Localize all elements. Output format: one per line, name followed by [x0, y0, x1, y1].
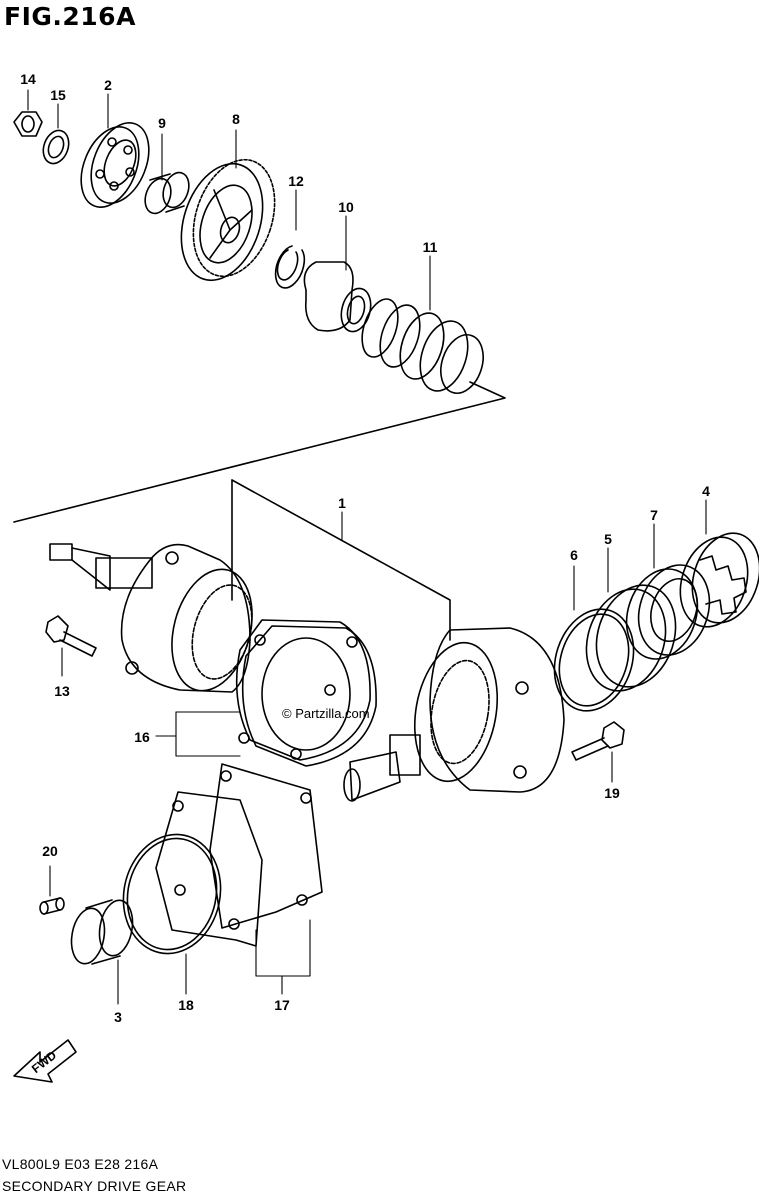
- callout-13: 13: [54, 683, 70, 699]
- part-shaft-housing[interactable]: [49, 543, 265, 700]
- part-3-needle-bearing[interactable]: [67, 898, 136, 967]
- callout-3: 3: [114, 1009, 122, 1025]
- leader-lines: [27, 89, 707, 1005]
- part-17-gaskets[interactable]: [155, 763, 323, 947]
- part-19-bolt[interactable]: [571, 721, 625, 761]
- callout-20: 20: [42, 843, 58, 859]
- part-15-washer[interactable]: [39, 127, 73, 167]
- fwd-label: FWD: [29, 1048, 59, 1076]
- part-7-oil-seal[interactable]: [615, 556, 720, 669]
- part-13-bolt[interactable]: [45, 615, 97, 657]
- part-4-ring-nut[interactable]: [669, 524, 759, 635]
- part-2-bearing[interactable]: [70, 114, 160, 215]
- callout-15: 15: [50, 87, 66, 103]
- figure-title: FIG.216A: [4, 2, 136, 31]
- callout-11: 11: [423, 239, 438, 255]
- callout-10: 10: [338, 199, 354, 215]
- part-6-o-ring[interactable]: [542, 599, 646, 721]
- callout-6: 6: [570, 547, 578, 563]
- callout-16: 16: [134, 729, 150, 745]
- callout-4: 4: [702, 483, 710, 499]
- footer-code: VL800L9 E03 E28 216A: [2, 1156, 159, 1172]
- part-18-o-ring[interactable]: [113, 825, 232, 962]
- footer-name: SECONDARY DRIVE GEAR: [2, 1178, 187, 1194]
- callout-18: 18: [178, 997, 194, 1013]
- callout-5: 5: [604, 531, 612, 547]
- callout-17: 17: [274, 997, 290, 1013]
- callout-8: 8: [232, 111, 240, 127]
- part-8-gear[interactable]: [167, 149, 288, 291]
- callout-2: 2: [104, 77, 112, 93]
- callout-7: 7: [650, 507, 658, 523]
- part-12-circlip[interactable]: [274, 245, 306, 289]
- part-16-shims[interactable]: [235, 619, 377, 767]
- part-14-nut[interactable]: [13, 111, 43, 137]
- callout-9: 9: [158, 115, 166, 131]
- callout-labels: 14 15 2 9 8 12 10 11 1 6 5 7 4 13 16 19 …: [20, 71, 710, 1025]
- part-5-spacer[interactable]: [574, 575, 688, 701]
- part-1-gear-housing[interactable]: [343, 627, 565, 802]
- callout-19: 19: [604, 785, 620, 801]
- callout-14: 14: [20, 71, 36, 87]
- callout-1: 1: [338, 495, 346, 511]
- part-11-spring[interactable]: [356, 295, 491, 399]
- part-20-dowel-pin[interactable]: [39, 897, 65, 915]
- watermark: © Partzilla.com: [282, 706, 370, 721]
- part-9-collar[interactable]: [141, 169, 194, 217]
- callout-12: 12: [288, 173, 304, 189]
- fwd-arrow-icon: FWD: [13, 1039, 77, 1083]
